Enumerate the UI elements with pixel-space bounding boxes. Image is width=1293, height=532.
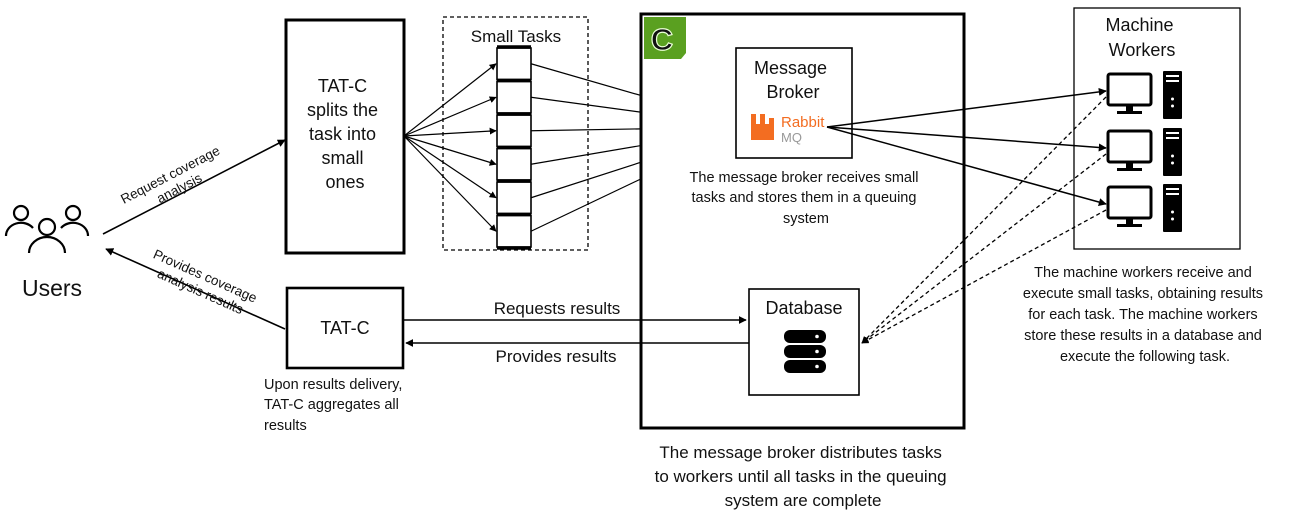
machine-workers-note: The machine workers receive and execute …: [1023, 265, 1267, 365]
split-to-tasks-arrows: [403, 63, 497, 232]
broker-to-worker-arrow: [826, 126, 1107, 152]
provides-results-label: Provides results: [496, 347, 617, 366]
small-tasks-title: Small Tasks: [471, 27, 561, 46]
cluster-logo-icon: C: [644, 17, 686, 59]
computer-tower-icon: [1106, 128, 1182, 176]
small-task-cell: [496, 80, 532, 114]
svg-text:C: C: [651, 22, 673, 57]
rabbitmq-logo-icon: Rabbit MQ: [751, 114, 825, 145]
small-task-cell: [496, 147, 532, 181]
machine-workers-title: Machine Workers: [1105, 15, 1178, 60]
cluster-bottom-note: The message broker distributes tasks to …: [655, 443, 952, 510]
machine-workers-box: [1073, 7, 1241, 250]
small-task-cell: [496, 181, 532, 215]
computer-tower-icon: [1106, 71, 1182, 119]
svg-text:Rabbit: Rabbit: [781, 114, 825, 131]
svg-text:MQ: MQ: [781, 130, 802, 145]
split-task-box: [284, 18, 406, 255]
split-arrow: [403, 96, 497, 137]
broker-to-worker-arrow: [826, 87, 1107, 128]
small-task-cell: [496, 114, 532, 148]
message-broker-title: Message Broker: [754, 58, 832, 102]
split-arrow: [403, 135, 497, 232]
split-arrow: [403, 135, 497, 166]
worker-to-database-arrow: [861, 96, 1107, 344]
request-coverage-label: Request coverage analysis: [118, 141, 233, 221]
tatc-results-box: [285, 286, 405, 370]
message-broker-note: The message broker receives small tasks …: [690, 170, 923, 227]
computer-tower-icon: [1106, 184, 1182, 232]
small-tasks-queue: [496, 45, 532, 250]
worker-to-database-arrow: [861, 209, 1107, 344]
database-icon: [784, 330, 826, 373]
split-arrow: [403, 63, 497, 137]
worker-machines: [1106, 71, 1182, 232]
split-arrow: [403, 127, 497, 137]
broker-to-worker-arrow: [826, 126, 1107, 206]
database-title: Database: [765, 298, 842, 318]
users-icon: [4, 204, 90, 254]
split-task-text: TAT-C splits the task into small ones: [307, 76, 383, 192]
tatc-results-label: TAT-C: [320, 318, 369, 338]
split-arrow: [403, 135, 497, 199]
requests-results-label: Requests results: [494, 299, 621, 318]
provides-coverage-arrow: [105, 248, 286, 330]
worker-to-database-arrow: [861, 153, 1107, 344]
users-label: Users: [22, 275, 82, 301]
tatc-results-note: Upon results delivery, TAT-C aggregates …: [264, 377, 406, 434]
broker-worker-arrows: [826, 87, 1107, 344]
request-coverage-arrow: [102, 139, 286, 235]
small-task-cell: [496, 47, 532, 81]
small-task-cell: [496, 214, 532, 248]
